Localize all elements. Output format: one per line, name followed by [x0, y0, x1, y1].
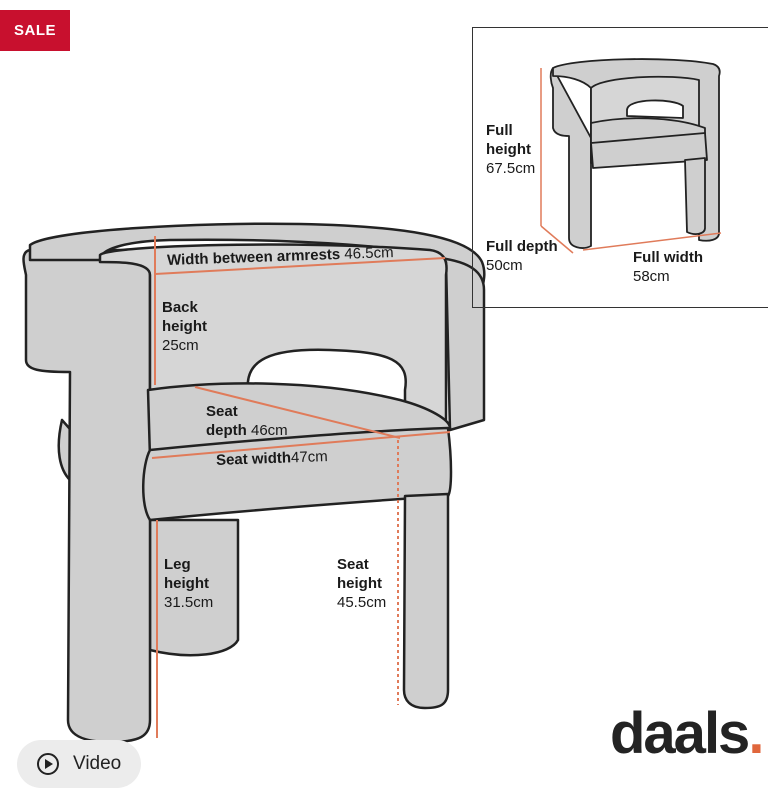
- overall-dimensions-panel: Full height 67.5cm Full depth 50cm Full …: [472, 27, 768, 308]
- brand-logo: daals.: [610, 701, 764, 766]
- full-height-label: Full height 67.5cm: [486, 122, 536, 177]
- back-height-label: Back height 25cm: [162, 299, 207, 354]
- seat-width-label: Seat width47cm: [215, 448, 328, 469]
- video-button[interactable]: Video: [17, 740, 141, 788]
- leg-height-label: Leg height 31.5cm: [164, 556, 214, 611]
- chair-thumbnail: [540, 58, 722, 254]
- full-width-label: Full width 58cm: [633, 249, 703, 285]
- video-button-label: Video: [73, 753, 122, 774]
- sale-badge: SALE: [0, 10, 70, 51]
- play-icon: [37, 753, 59, 775]
- full-depth-label: Full depth 50cm: [486, 238, 558, 274]
- seat-depth-label: Seat depth 46cm: [206, 403, 288, 439]
- seat-height-label: Seat height 45.5cm: [337, 556, 387, 611]
